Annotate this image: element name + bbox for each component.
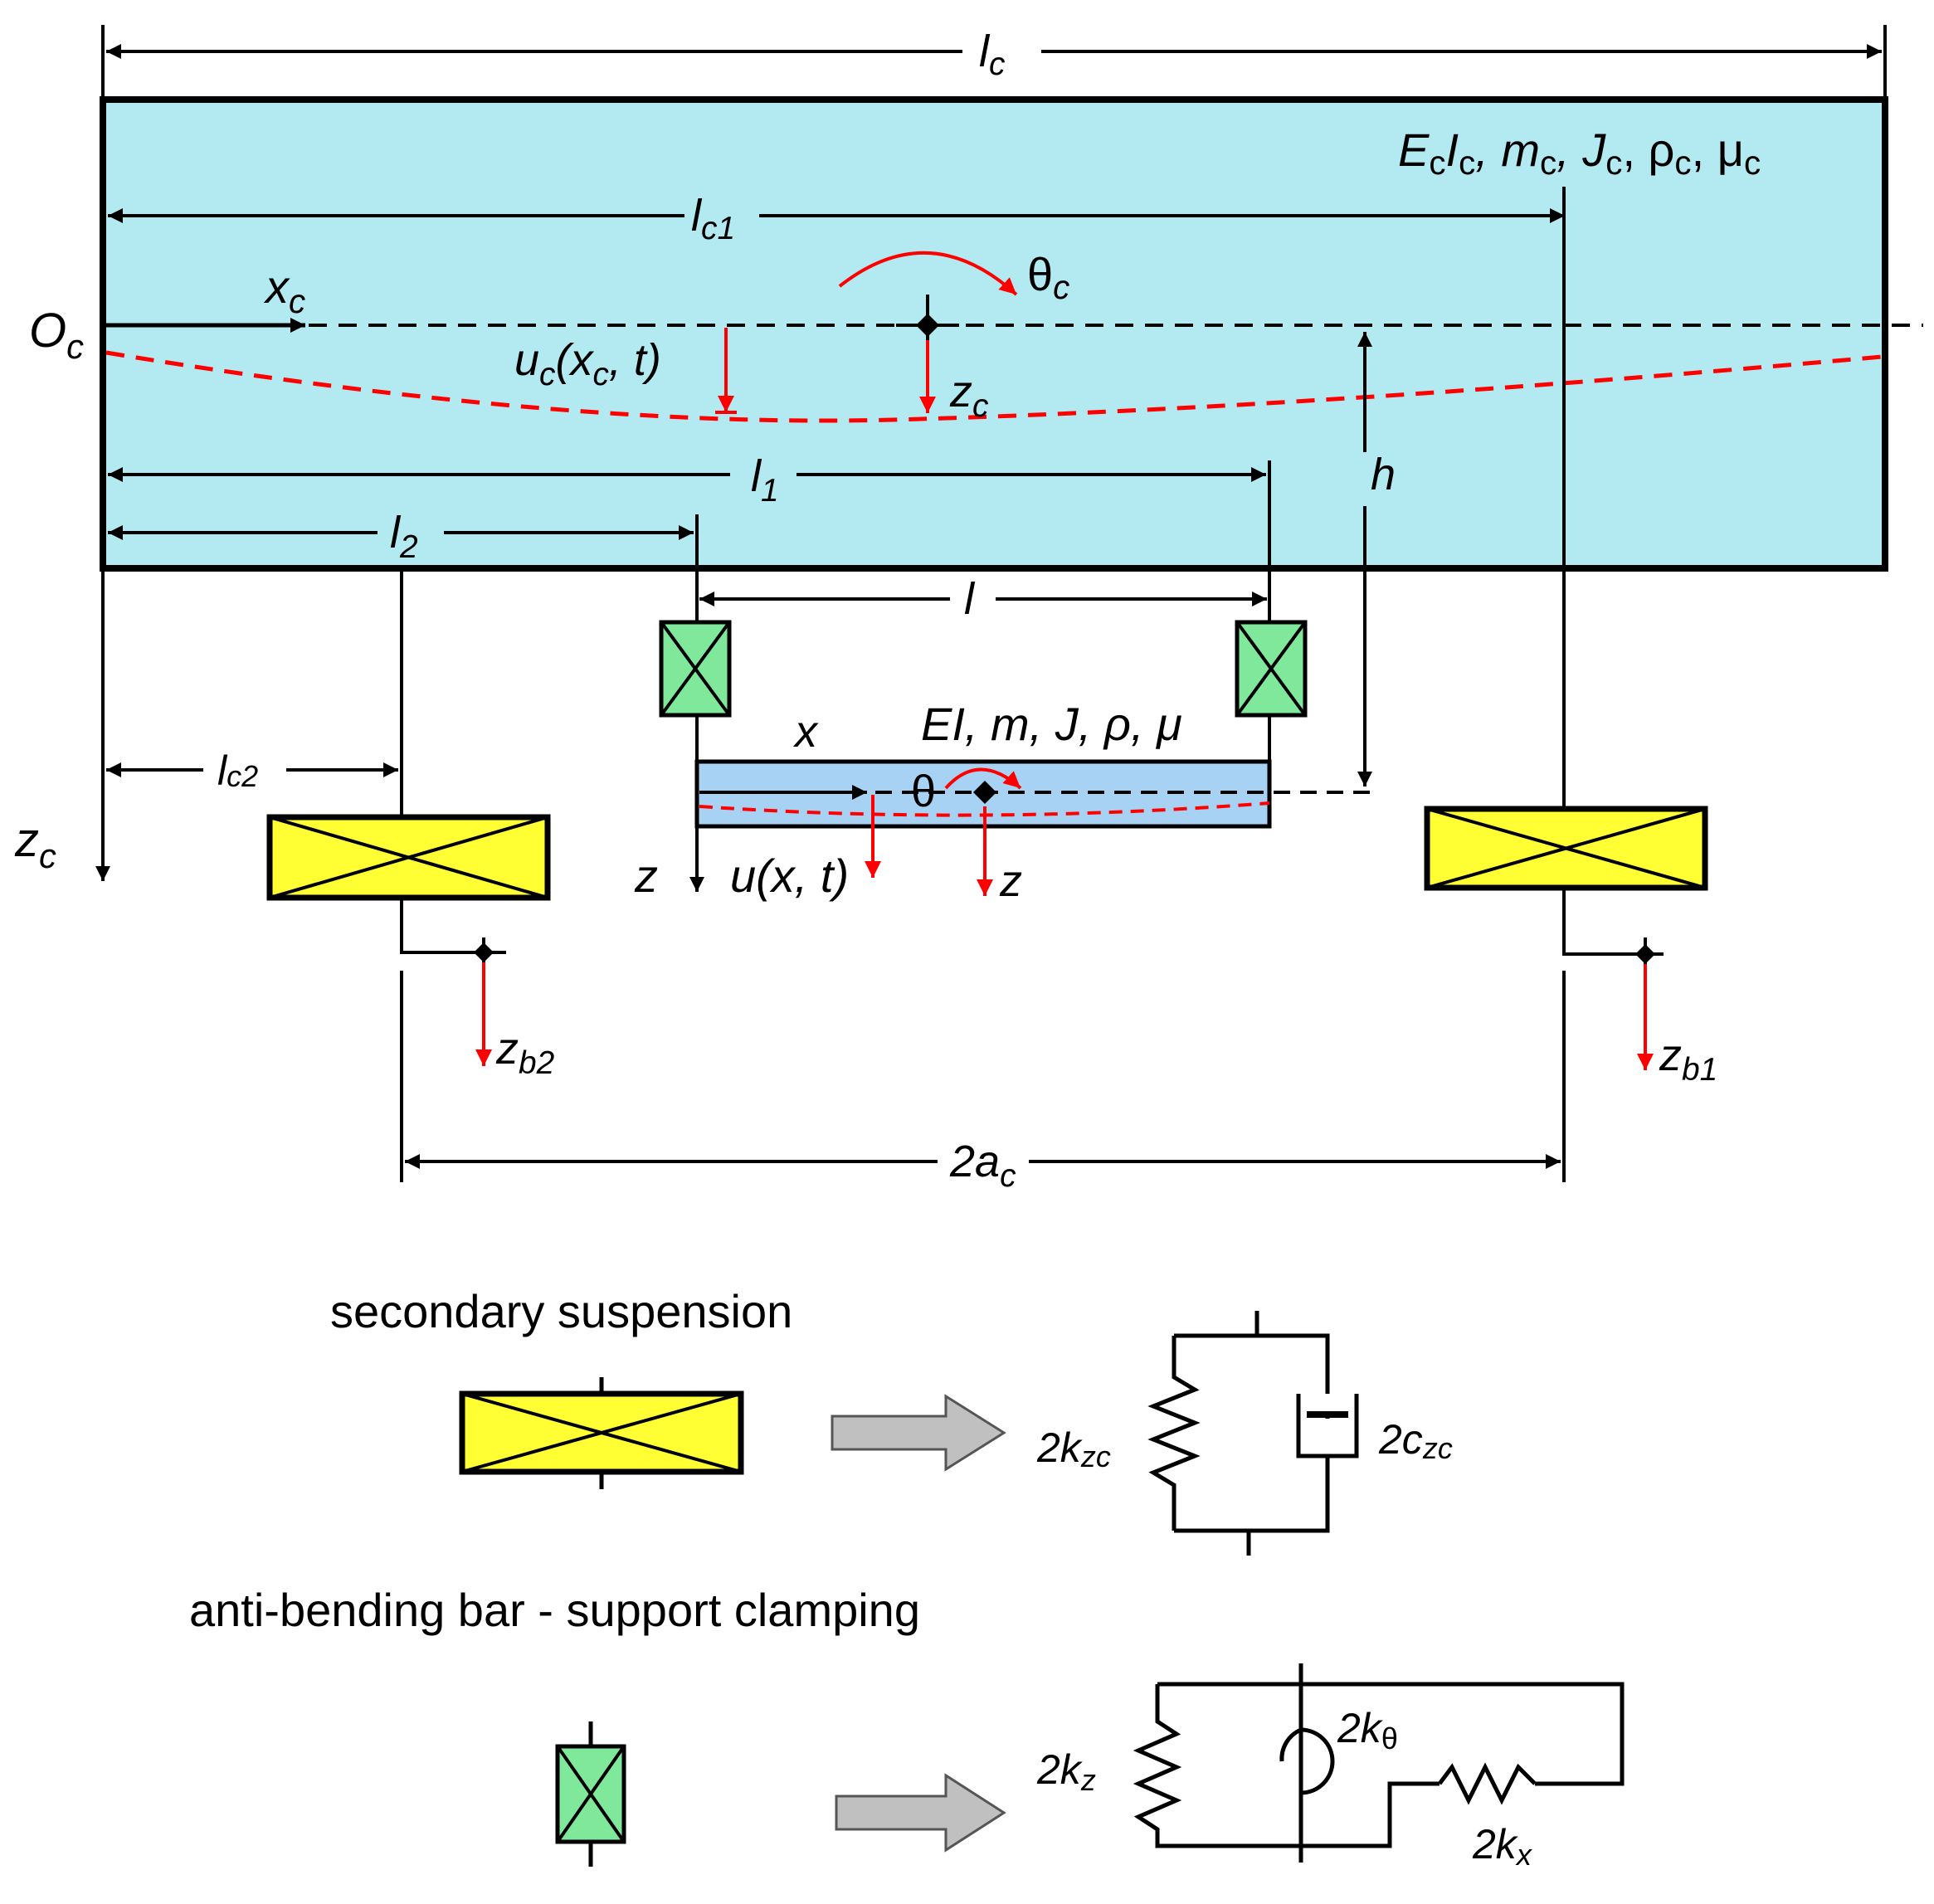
zb1-label: zb1 — [1659, 1030, 1717, 1088]
theta-c-label: θc — [1027, 248, 1069, 306]
theta-label: θ — [911, 767, 936, 816]
carbody — [100, 96, 1888, 572]
clamp-left — [659, 620, 732, 718]
secondary-suspension-title: secondary suspension — [330, 1285, 792, 1337]
zb2-label: zb2 — [495, 1024, 555, 1081]
secondary-suspension-left — [266, 814, 551, 901]
l-label: l — [964, 574, 976, 624]
clamp-right — [1235, 620, 1308, 718]
carbody-properties: EcIc, mc, Jc, ρc, μc — [1398, 124, 1761, 182]
origin-oc-label: Oc — [29, 304, 84, 366]
dimension-h: h — [1357, 332, 1396, 786]
anti-bending-bar-title: anti-bending bar - support clamping — [189, 1584, 920, 1636]
h-label: h — [1371, 450, 1396, 499]
spring-damper-model — [1147, 1311, 1359, 1556]
dimension-l1: l1 — [108, 451, 1266, 509]
x-label: x — [792, 707, 819, 757]
theta-c-rotation: θc — [838, 248, 1069, 306]
legend-arrow-2 — [835, 1773, 1006, 1853]
secondary-c-label: 2czc — [1378, 1416, 1453, 1465]
bogie1-center — [1635, 944, 1655, 964]
bar-deflection-curve — [699, 801, 1270, 817]
dimension-lc2: lc2 — [106, 747, 398, 794]
u-xt-label: u(x, t) — [730, 850, 849, 902]
uc-label: uc(xc, t) — [514, 335, 661, 392]
xc-label: xc — [263, 261, 305, 320]
theta-rotation — [944, 767, 1022, 790]
carbody-center-of-mass — [916, 314, 939, 337]
dimension-2ac: 2ac — [400, 971, 1566, 1194]
2ac-label: 2ac — [949, 1137, 1016, 1194]
secondary-suspension-right — [1424, 806, 1708, 891]
bar-ktheta-label: 2kθ — [1337, 1705, 1398, 1755]
legend-secondary-suspension-symbol — [459, 1377, 744, 1489]
carbody-deflection-curve — [105, 350, 1883, 423]
lc2-label: lc2 — [217, 747, 258, 794]
z-mid-label: z — [999, 856, 1022, 906]
bar-kx-label: 2kx — [1472, 1821, 1533, 1872]
lc-label: lc — [979, 27, 1005, 82]
dimension-l2: l2 — [108, 508, 694, 565]
l1-label: l1 — [751, 451, 779, 509]
zc-left-label: zc — [14, 813, 56, 875]
legend-arrow-1 — [831, 1394, 1006, 1472]
dimension-lc1: lc1 — [108, 191, 1565, 246]
zc-mid-label: zc — [949, 367, 988, 424]
bogie2-center — [474, 942, 494, 962]
l2-label: l2 — [390, 508, 418, 565]
dimension-lc: lc — [101, 25, 1887, 108]
lc1-label: lc1 — [691, 191, 735, 246]
z-axis-label: z — [634, 850, 658, 902]
bar-kz-label: 2kz — [1036, 1746, 1096, 1797]
clamping-model — [1133, 1663, 1625, 1863]
bar-center-of-mass — [973, 781, 996, 804]
secondary-k-label: 2kzc — [1036, 1424, 1111, 1473]
bar-properties: EI, m, J, ρ, μ — [921, 698, 1182, 750]
legend-clamp-symbol — [555, 1721, 626, 1867]
dimension-l: l — [699, 574, 1267, 624]
